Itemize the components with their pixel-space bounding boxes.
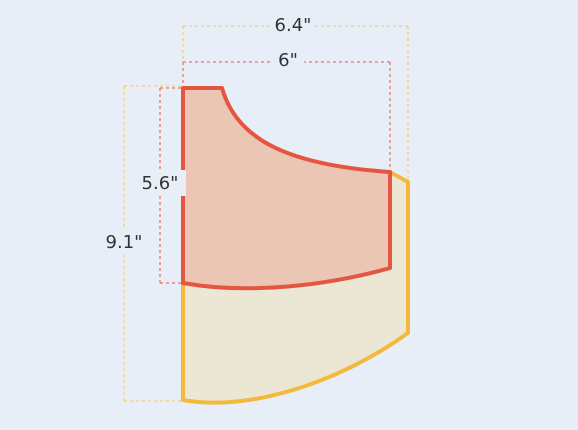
small-width-label: 6" <box>278 50 298 71</box>
small-pattern-piece <box>181 86 392 291</box>
dimension-small-width: 6" <box>182 48 391 172</box>
dimension-large-height: 9.1" <box>100 85 183 402</box>
large-width-label: 6.4" <box>275 15 312 36</box>
small-height-label: 5.6" <box>142 173 179 194</box>
dimension-small-height: 5.6" <box>134 87 186 284</box>
dimension-large-width: 6.4" <box>182 12 409 182</box>
large-height-label: 9.1" <box>106 232 143 253</box>
